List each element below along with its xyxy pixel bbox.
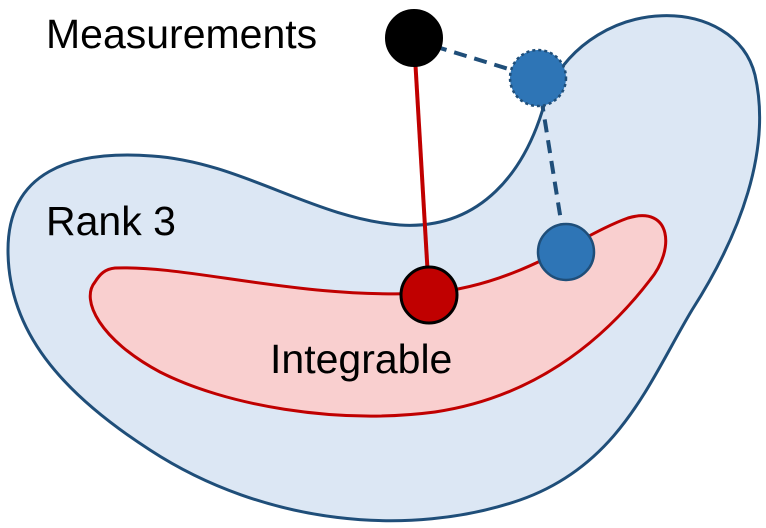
integrable-label: Integrable <box>270 336 452 382</box>
measurements-label: Measurements <box>46 11 317 57</box>
rank3-point <box>536 222 596 282</box>
projection-point <box>508 48 568 108</box>
measurement-to-integrable-line <box>412 39 431 296</box>
rank3-label: Rank 3 <box>46 198 176 244</box>
integrable-point <box>399 265 459 325</box>
projection-to-rank3-point-dashed-line <box>536 77 568 253</box>
measurement-point <box>385 9 443 67</box>
rank3-region <box>6 14 762 523</box>
